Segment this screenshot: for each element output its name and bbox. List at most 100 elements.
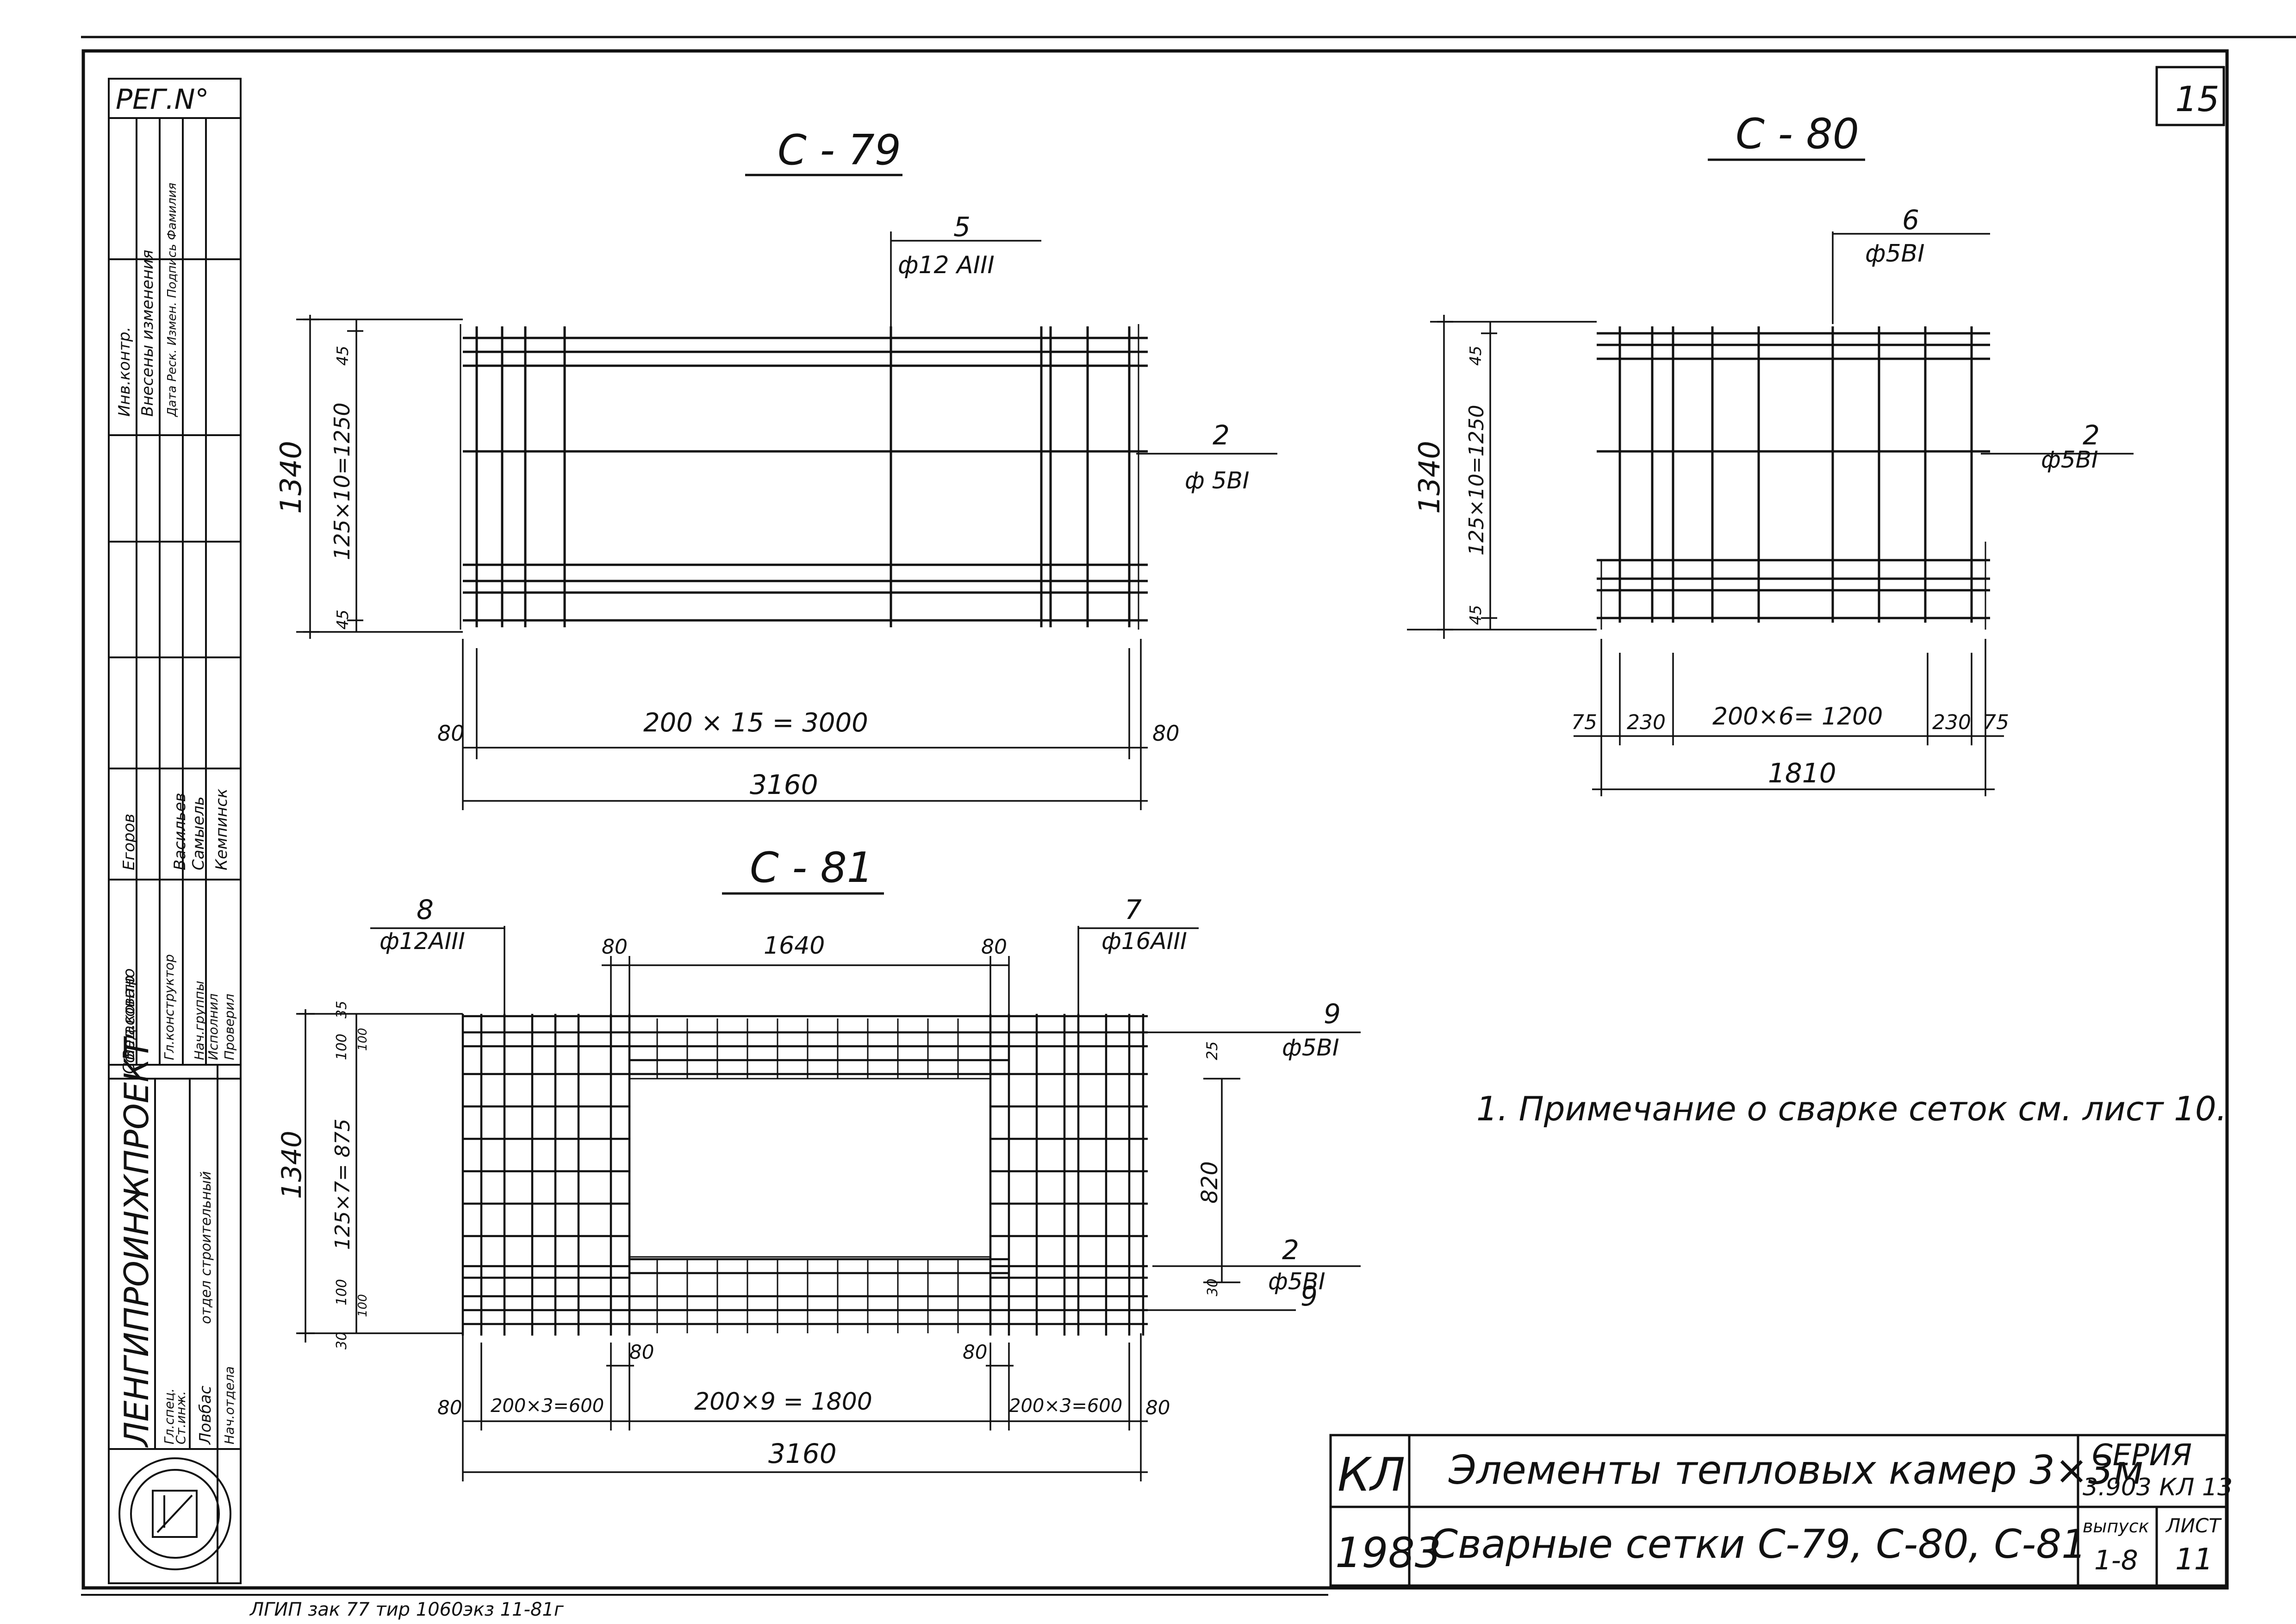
stamp-row-15: Ст.инж. [173, 1391, 188, 1444]
c81-dimensions [296, 926, 1361, 1481]
stamp-org-sub: отдел строительный [198, 1171, 214, 1324]
c80-dim-75b: 75 [1983, 711, 2009, 734]
print-stamp: ЛГИП зак 77 тир 1060экз 11-81г [249, 1599, 564, 1620]
c79-grid [460, 324, 1148, 630]
stamp-row-10: Гл.конструктор [162, 954, 177, 1060]
title-line-1: Элементы тепловых камер 3×3м [1448, 1447, 2144, 1493]
c80-dim-edge-top: 45 [1467, 346, 1485, 366]
title-block [1329, 1434, 2228, 1587]
c81-pos-8: 8 [417, 894, 434, 925]
c81-dim-bot-80b: 80 [963, 1341, 987, 1363]
stamp-row-12: Исполнил [205, 993, 221, 1060]
c80-dim-230b: 230 [1932, 711, 1971, 734]
stamp-row-1: Инв.контр. [115, 327, 134, 417]
c80-pos-a-spec: ф5ВI [1865, 240, 1925, 268]
c81-dim-top-80a: 80 [602, 935, 628, 959]
c79-dim-left: 80 [437, 721, 465, 746]
c80-dim-total-h: 1340 [1412, 441, 1446, 514]
c80-title: С - 80 [1736, 110, 1859, 158]
c81-grid [461, 1014, 1148, 1336]
sheet-label: ЛИСТ [2165, 1514, 2222, 1537]
c80-dim-mid: 200×6= 1200 [1712, 703, 1883, 731]
stamp-row-2: Внесены изменения [138, 250, 157, 417]
c81-title: С - 81 [750, 843, 873, 892]
c80-pos-a: 6 [1902, 204, 1919, 236]
c81-dim-top-1640: 1640 [764, 932, 825, 960]
reg-label: РЕГ.N° [116, 83, 209, 116]
stamp-row-3: Дата Реск. Измен. Подпись Фамилия [165, 183, 179, 417]
c80-pos-b-spec: ф5ВI [2041, 446, 2098, 473]
c79-dim-inner-h: 125×10=1250 [330, 403, 355, 561]
c80-dimensions [1407, 231, 2134, 796]
c81-pos-9b: 9 [1300, 1280, 1318, 1312]
c79-dim-total-w: 3160 [750, 769, 818, 800]
sheet-value: 11 [2175, 1543, 2213, 1577]
c81-pos-2: 2 [1282, 1234, 1299, 1266]
c79-dimensions [296, 231, 1277, 810]
title-line-2: Сварные сетки С-79, С-80, С-81 [1430, 1521, 2087, 1568]
c80-pos-b: 2 [2083, 419, 2100, 451]
c81-dim-inner-h: 125×7= 875 [331, 1118, 355, 1250]
title-code: КЛ [1338, 1448, 1405, 1502]
stamp-row-8: Кемпинск [212, 788, 231, 870]
c81-pos-7-spec: ф16АIII [1101, 928, 1187, 955]
c81-dim-600b: 200×3=600 [1009, 1395, 1122, 1417]
stamp-row-14: Гл.спец. [162, 1388, 177, 1444]
sheet-frame [81, 36, 2296, 1596]
c79-title: С - 79 [778, 126, 901, 175]
stamp-row-17: Нач.отдела [222, 1366, 237, 1444]
c81-dim-25: 25 [1203, 1041, 1221, 1060]
c80-dim-230a: 230 [1627, 711, 1666, 734]
c79-pos-a: 5 [953, 211, 971, 243]
c81-dim-820: 820 [1197, 1161, 1223, 1204]
stamp-row-7: Самыель [189, 796, 208, 870]
c80-dim-total-w: 1810 [1768, 757, 1836, 789]
mesh-c81: С - 81 [276, 843, 1361, 1481]
stamp-labels: Инв.контр. Внесены изменения Дата Реск. … [115, 183, 237, 1448]
c81-dim-top-80b: 80 [981, 935, 1007, 959]
sheet-number: 15 [2175, 79, 2219, 119]
c81-dim-100a: 100 [334, 1034, 350, 1060]
c81-dim-80r: 80 [1145, 1396, 1170, 1419]
c80-dim-inner-h: 125×10=1250 [1465, 405, 1488, 556]
c81-dim-100c: 100 [334, 1279, 350, 1305]
series-label: СЕРИЯ [2092, 1438, 2192, 1473]
stamp-row-13: Проверил [222, 993, 237, 1060]
stamp-org: ЛЕНГИПРОИНЖПРОЕКТ [117, 1036, 156, 1448]
c81-dim-total-w: 3160 [768, 1438, 837, 1469]
c81-pos-8-spec: ф12АIII [380, 928, 465, 955]
c79-pos-a-spec: ф12 АIII [898, 251, 995, 279]
issue-label: выпуск [2083, 1516, 2149, 1537]
c79-dim-mid: 200 × 15 = 3000 [643, 708, 868, 738]
c81-pos-2-spec: ф5ВI [1268, 1268, 1325, 1295]
title-year: 1983 [1335, 1529, 1441, 1577]
c81-dim-80l: 80 [437, 1396, 462, 1419]
c81-dim-30r: 30 [1205, 1279, 1221, 1296]
c81-dim-100b: 100 [356, 1028, 370, 1051]
c81-dim-35: 35 [334, 1001, 350, 1018]
stamp-row-4: Согласовано [120, 968, 138, 1074]
c79-dim-right: 80 [1152, 721, 1180, 746]
issue-value: 1-8 [2094, 1544, 2138, 1576]
stamp-row-11: Нач.группы [192, 981, 207, 1060]
stamp-row-6: Васильев [171, 793, 189, 870]
c80-dim-edge-bot: 45 [1467, 605, 1485, 625]
c81-dim-total-h: 1340 [276, 1131, 307, 1199]
stamp-row-9: Вед.контр [120, 975, 138, 1060]
c81-dim-30: 30 [334, 1332, 350, 1349]
c81-dim-600a: 200×3=600 [491, 1395, 604, 1417]
c81-dim-bot-80a: 80 [629, 1341, 654, 1363]
left-stamp [108, 78, 242, 1584]
c80-grid [1597, 326, 1990, 630]
stamp-row-5: Егоров [120, 813, 138, 870]
c81-pos-9-spec: ф5ВI [1282, 1034, 1339, 1061]
c79-dim-total-h: 1340 [274, 441, 308, 514]
sheet-note: 1. Примечание о сварке сеток см. лист 10… [1476, 1089, 2227, 1128]
c81-pos-7: 7 [1125, 894, 1142, 925]
c81-dim-1800: 200×9 = 1800 [694, 1388, 872, 1416]
c80-dim-75a: 75 [1571, 711, 1597, 734]
series-value: 3.903 КЛ 13 [2083, 1474, 2233, 1501]
c81-dim-100d: 100 [356, 1294, 370, 1317]
c79-dim-edge-bot: 45 [334, 610, 352, 630]
c81-pos-9: 9 [1324, 998, 1341, 1030]
